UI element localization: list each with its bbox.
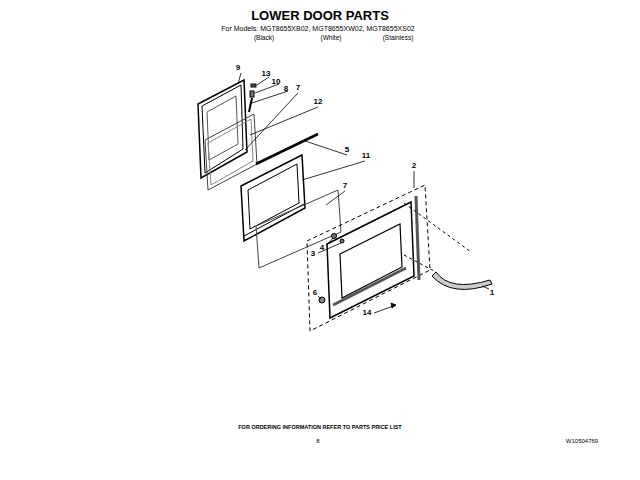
callout-number: 12	[314, 98, 323, 106]
door-side-trim	[416, 196, 419, 280]
glass-panel	[205, 114, 257, 190]
hinge-clip	[251, 84, 256, 87]
callout-number: 4	[320, 244, 324, 252]
callout-number: 10	[272, 78, 281, 86]
inner-frame-window	[248, 164, 299, 229]
screw	[319, 297, 325, 303]
handle-guide	[404, 203, 471, 272]
callout-number: 2	[412, 162, 416, 170]
door-panel-inner	[202, 85, 243, 173]
outer-door	[327, 202, 414, 318]
model-list: For Models: MGT8655XB02, MGT8655XW02, MG…	[221, 25, 414, 32]
leader-lines	[238, 73, 489, 313]
color-note: (Stainless)	[383, 35, 414, 42]
door-bottom-strip	[333, 268, 406, 305]
callout-number: 5	[345, 146, 349, 154]
fastener	[340, 239, 344, 243]
outer-door-envelope	[307, 185, 430, 331]
callout-number: 1	[490, 289, 494, 297]
fastener	[332, 234, 337, 239]
callout-number: 7	[343, 182, 347, 190]
trim-strip	[256, 134, 318, 164]
screw	[249, 98, 252, 112]
ordering-note: FOR ORDERING INFORMATION REFER TO PARTS …	[238, 425, 401, 431]
callout-number: 7	[296, 84, 300, 92]
page-number: 8	[316, 438, 319, 444]
hinge-part	[250, 91, 254, 97]
callout-number: 14	[363, 309, 372, 317]
callout-number: 8	[284, 85, 288, 93]
color-note: (White)	[321, 35, 342, 42]
callout-number: 3	[311, 250, 315, 258]
color-note: (Black)	[254, 35, 274, 42]
callout-number: 6	[313, 289, 317, 297]
glass-panel-edge	[208, 119, 253, 185]
document-number: W10504769	[566, 438, 598, 444]
callout-number: 9	[236, 64, 240, 72]
door-panel	[198, 80, 247, 178]
door-panel-window	[207, 96, 238, 160]
callout-number: 13	[262, 70, 271, 78]
glass-panel	[256, 190, 341, 268]
diagram-title: LOWER DOOR PARTS	[251, 9, 389, 22]
door-handle	[432, 272, 492, 289]
callout-number: 11	[362, 152, 370, 160]
inner-frame	[241, 155, 305, 241]
